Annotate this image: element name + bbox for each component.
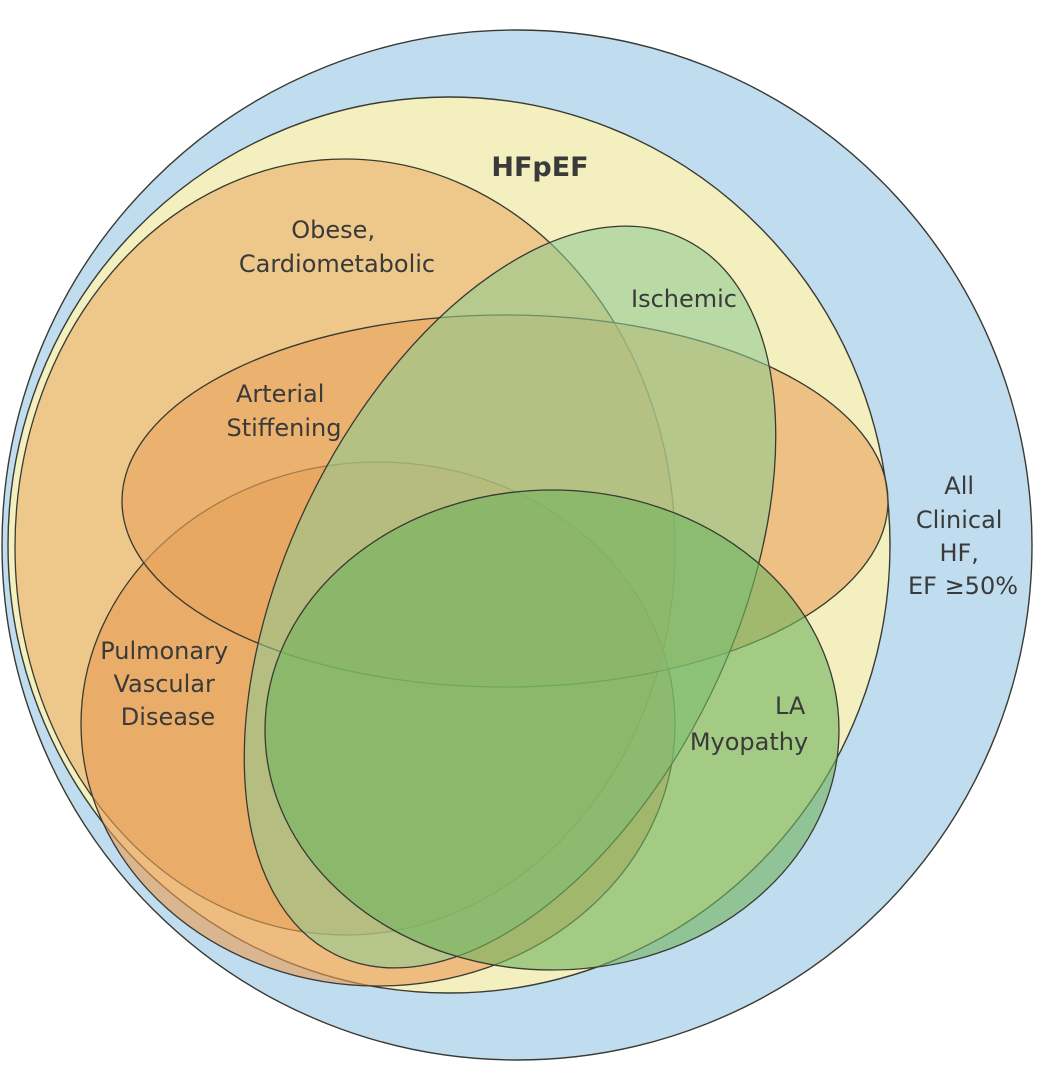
all-clinical-hf-label: All Clinical HF, EF ≥50%: [908, 472, 1018, 600]
la-myopathy-ellipse: [264, 489, 840, 971]
la-myopathy-label: LA Myopathy: [690, 692, 813, 756]
obese-cardiometabolic-label: Obese, Cardiometabolic: [239, 216, 435, 278]
ischemic-label: Ischemic: [631, 285, 737, 313]
arterial-stiffening-label: Arterial Stiffening: [227, 380, 342, 442]
pulmonary-vascular-disease-label: Pulmonary Vascular Disease: [100, 637, 236, 731]
hfpef-label: HFpEF: [491, 152, 588, 183]
